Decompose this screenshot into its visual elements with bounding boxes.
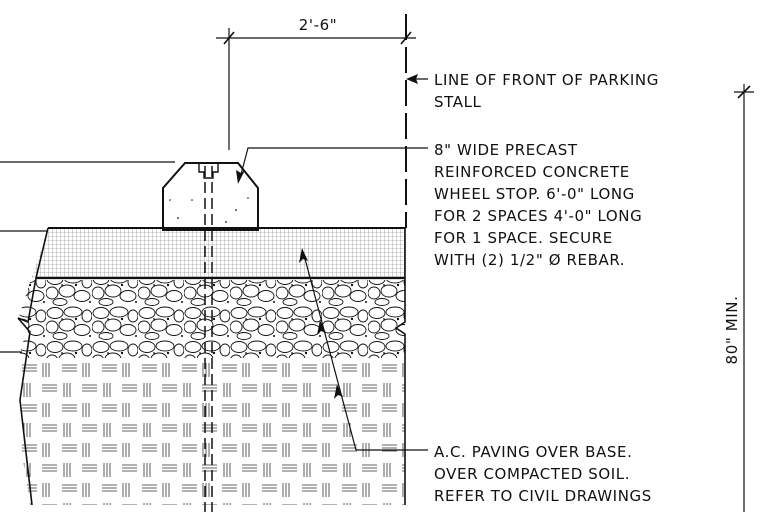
width-dimension-label: 2'-6" xyxy=(299,16,338,34)
section-layers xyxy=(18,228,405,505)
wheel-stop-note: 8" WIDE PRECAST REINFORCED CONCRETE WHEE… xyxy=(434,141,642,269)
parking-line-note-line-1: LINE OF FRONT OF PARKING xyxy=(434,71,659,89)
height-dimension xyxy=(734,84,754,512)
wheel-stop-note-line-5: FOR 1 SPACE. SECURE xyxy=(434,229,613,247)
parking-line-note-line-2: STALL xyxy=(434,93,482,111)
wheel-stop-note-line-2: REINFORCED CONCRETE xyxy=(434,163,630,181)
ac-paving-layer xyxy=(18,228,405,278)
height-dimension-label: 80" MIN. xyxy=(723,296,741,365)
paving-note-line-1: A.C. PAVING OVER BASE. xyxy=(434,443,632,461)
parking-line-note: LINE OF FRONT OF PARKING STALL xyxy=(434,71,659,111)
wheel-stop-note-line-6: WITH (2) 1/2" Ø REBAR. xyxy=(434,251,625,269)
wheel-stop xyxy=(162,162,259,231)
aggregate-base-layer xyxy=(18,280,405,358)
paving-leader xyxy=(299,248,428,451)
width-dimension xyxy=(216,28,416,150)
left-reference-lines xyxy=(0,161,175,353)
compacted-soil-layer xyxy=(18,358,405,505)
paving-note-line-3: REFER TO CIVIL DRAWINGS xyxy=(434,487,652,505)
section-outlines xyxy=(17,227,406,506)
wheel-stop-note-line-1: 8" WIDE PRECAST xyxy=(434,141,578,159)
wheel-stop-note-line-3: WHEEL STOP. 6'-0" LONG xyxy=(434,185,635,203)
rebar-dowel xyxy=(204,166,213,512)
paving-note: A.C. PAVING OVER BASE. OVER COMPACTED SO… xyxy=(434,443,652,505)
parking-line-leader xyxy=(406,74,428,84)
paving-note-line-2: OVER COMPACTED SOIL. xyxy=(434,465,630,483)
wheel-stop-note-line-4: FOR 2 SPACES 4'-0" LONG xyxy=(434,207,642,225)
wheel-stop-leader xyxy=(236,147,428,184)
